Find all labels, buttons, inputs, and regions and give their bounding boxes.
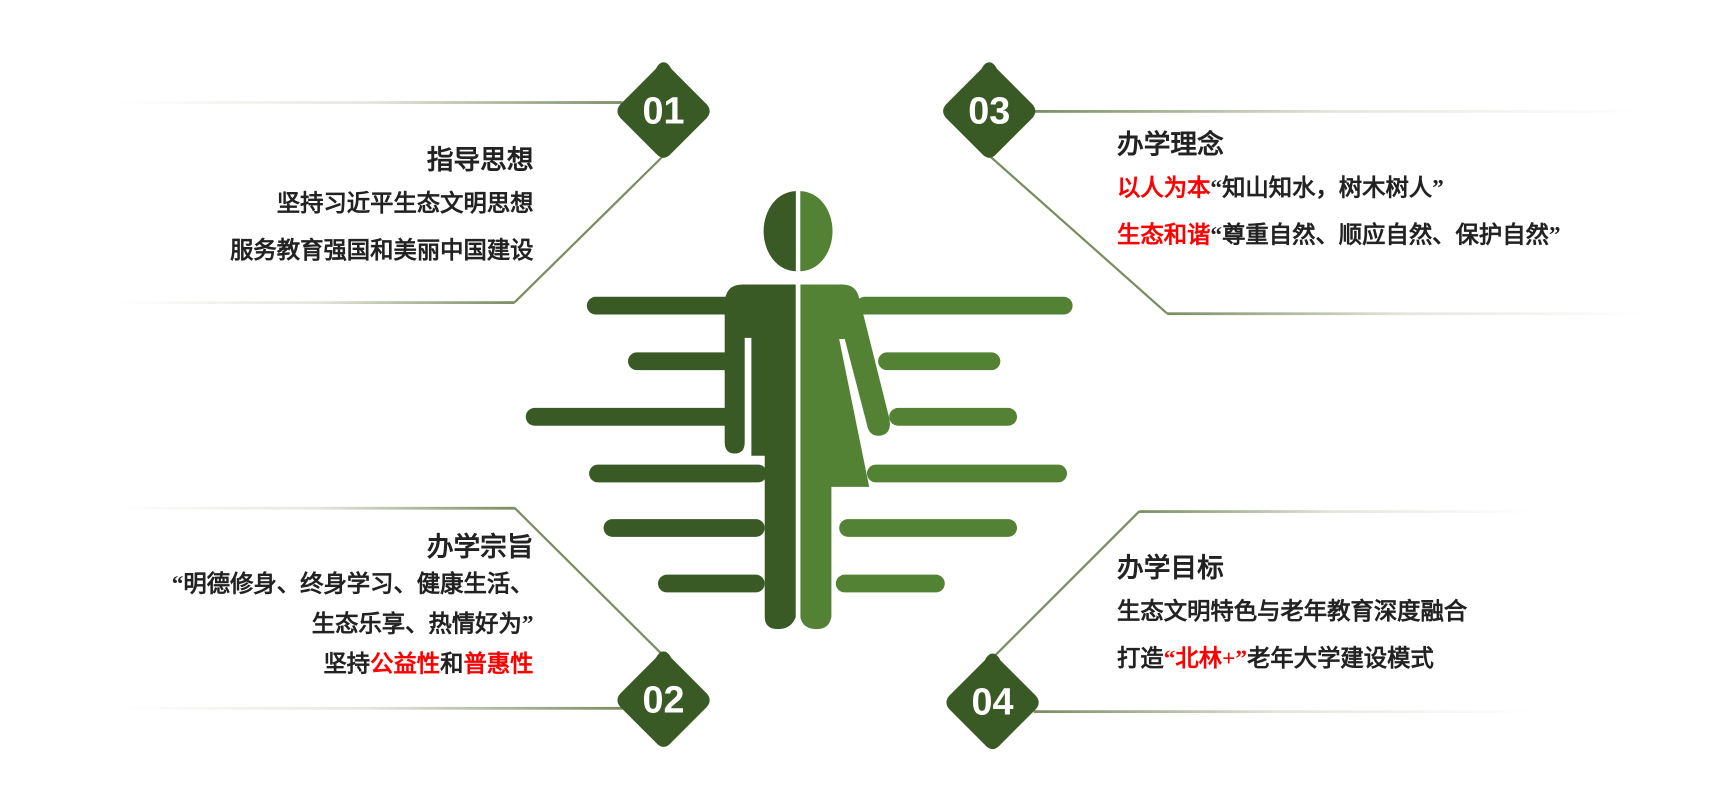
highlight-text: “北林+” [1163,644,1248,672]
connector-04 [991,510,1534,714]
text: 和 [440,650,464,677]
section-school-purpose: 办学宗旨 “明德修身、终身学习、健康生活、 生态乐享、热情好为” 坚持公益性和普… [172,531,534,689]
section-title: 办学理念 [1117,130,1224,161]
section-line: 坚持公益性和普惠性 [172,649,534,678]
section-guiding-thought: 指导思想 坚持习近平生态文明思想 服务教育强国和美丽中国建设 [230,144,533,282]
section-number-03: 03 [968,89,1011,132]
section-title: 办学目标 [1117,553,1224,584]
right-bars [835,296,1073,593]
section-line: 服务教育强国和美丽中国建设 [230,236,534,264]
section-line: 生态乐享、热情好为” [311,610,534,637]
text: 坚持 [323,650,371,677]
section-title: 办学宗旨 [426,532,534,563]
section-line: 生态和谐“尊重自然、顺应自然、保护自然” [1117,220,1560,249]
section-number-04: 04 [971,680,1014,724]
connector-02 [116,506,665,710]
section-line: 打造“北林+”老年大学建设模式 [1117,644,1467,673]
section-line: 生态文明特色与老年教育深度融合 [1117,597,1468,625]
section-school-philosophy: 办学理念 以人为本“知山知水，树木树人” 生态和谐“尊重自然、顺应自然、保护自然… [1117,129,1560,267]
section-line: “明德修身、终身学习、健康生活、 [171,570,534,597]
section-number-02: 02 [642,678,685,721]
diamond-03 [943,62,1036,158]
connector-03 [988,110,1646,316]
section-line: 坚持习近平生态文明思想 [276,190,534,217]
highlight-text: 公益性 [370,650,441,677]
text: 打造 [1117,644,1164,672]
diamond-04 [946,653,1039,750]
section-line: 以人为本“知山知水，树木树人” [1117,173,1560,202]
highlight-text: 生态和谐 [1117,221,1211,248]
section-number-01: 01 [642,89,685,132]
text: 老年大学建设模式 [1247,644,1434,672]
left-bars [525,296,767,593]
highlight-text: 以人为本 [1117,174,1211,202]
man-woman-figure-icon [724,191,890,634]
diamond-01 [617,62,710,158]
diamond-02 [617,651,710,747]
section-title: 指导思想 [426,145,534,176]
section-school-goal: 办学目标 生态文明特色与老年教育深度融合 打造“北林+”老年大学建设模式 [1117,552,1467,690]
text: “尊重自然、顺应自然、保护自然” [1210,221,1561,248]
text: “知山知水，树木树人” [1210,174,1444,202]
connector-01 [116,101,665,304]
highlight-text: 普惠性 [463,650,534,677]
